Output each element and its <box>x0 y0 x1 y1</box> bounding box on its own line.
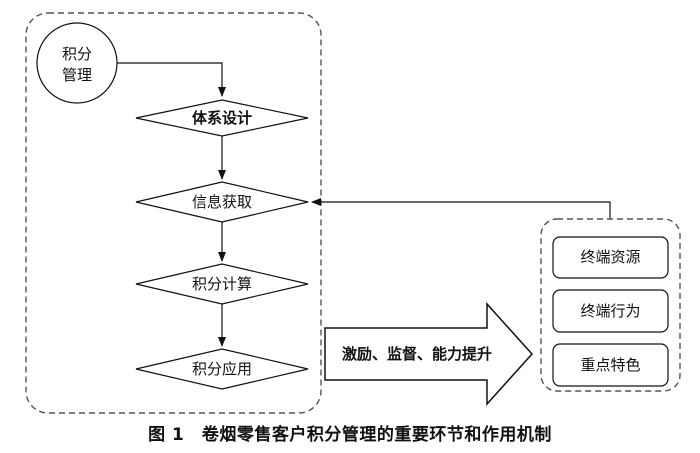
factor-label-terminal-resources: 终端资源 <box>580 248 641 266</box>
feedback-arrow <box>311 198 611 219</box>
step-diamond-apply <box>135 348 309 390</box>
factor-label-key-features: 重点特色 <box>580 356 641 374</box>
step-label-design: 体系设计 <box>191 109 252 127</box>
start-connector <box>117 62 226 97</box>
start-node-label-line1: 积分 <box>61 45 92 63</box>
start-node-label-line2: 管理 <box>61 66 92 84</box>
factor-box-terminal-resources <box>552 236 669 279</box>
step-label-compute: 积分计算 <box>191 275 252 293</box>
step-label-acquire: 信息获取 <box>191 193 252 211</box>
incentive-arrow-label: 激励、监督、能力提升 <box>341 345 492 363</box>
figure-title: 卷烟零售客户积分管理的重要环节和作用机制 <box>201 425 552 445</box>
factor-label-terminal-behavior: 终端行为 <box>580 302 641 320</box>
step-label-apply: 积分应用 <box>191 360 252 378</box>
incentive-block-arrow <box>324 302 534 406</box>
factor-box-key-features <box>552 343 669 387</box>
figure-number: 图 1 <box>148 425 185 445</box>
factor-box-terminal-behavior <box>552 289 669 333</box>
right-factor-group <box>540 218 681 392</box>
step-diamond-design <box>135 99 309 137</box>
step-diamond-compute <box>135 263 309 305</box>
start-node-circle <box>36 22 118 104</box>
left-process-group <box>25 12 322 414</box>
step-diamond-acquire <box>135 181 309 223</box>
figure-caption: 图 1 卷烟零售客户积分管理的重要环节和作用机制 <box>0 420 700 445</box>
